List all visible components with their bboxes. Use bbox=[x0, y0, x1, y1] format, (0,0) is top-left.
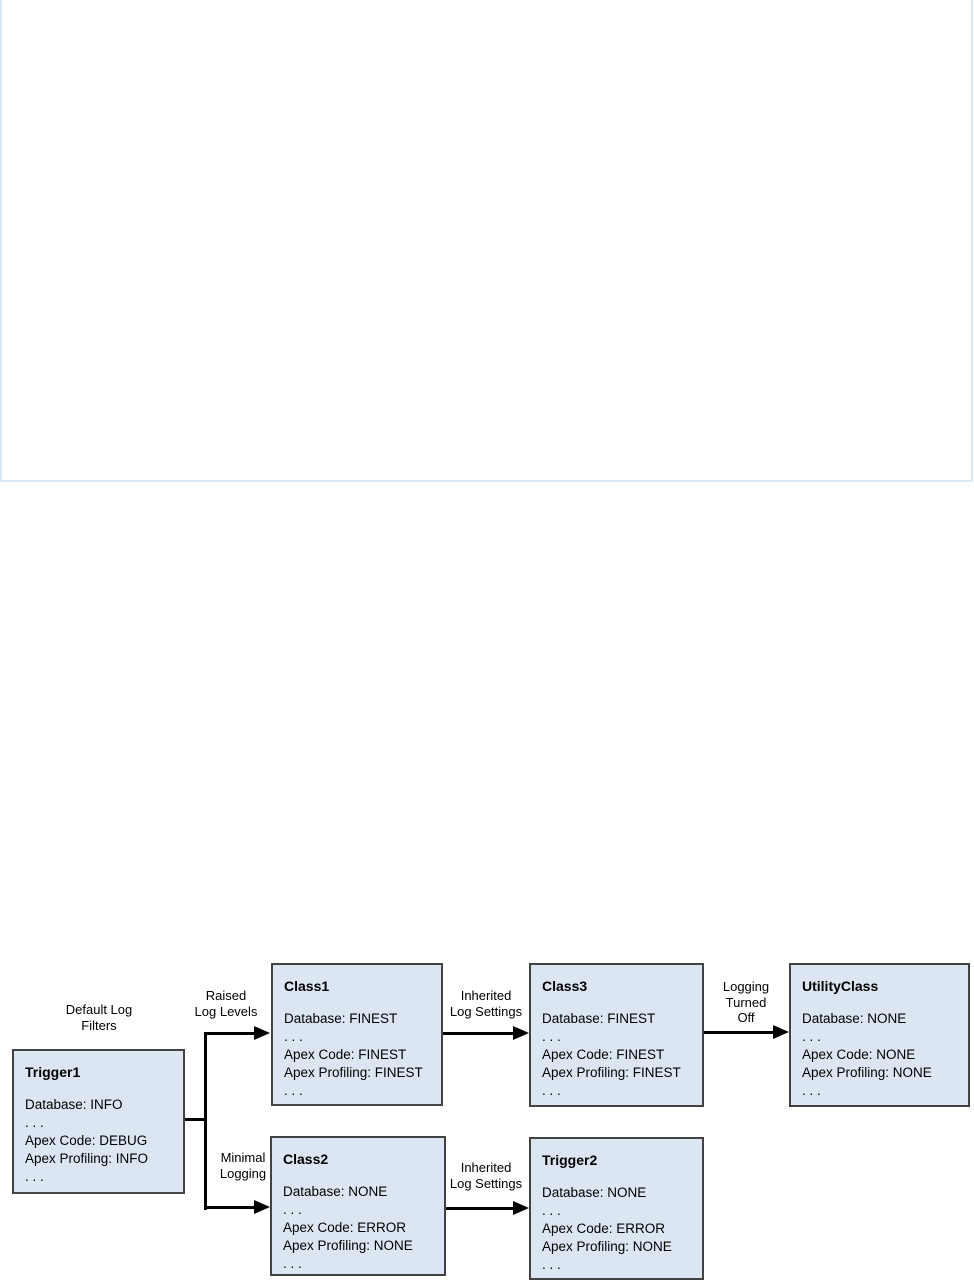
node-line: Apex Code: ERROR bbox=[542, 1221, 666, 1236]
edge-class1-to-class3 bbox=[443, 1032, 513, 1035]
label-raised-log-levels: Raised Log Levels bbox=[194, 988, 258, 1019]
node-line: . . . bbox=[25, 1169, 44, 1184]
node-utilityclass: UtilityClass Database: NONE . . . Apex C… bbox=[789, 963, 970, 1107]
node-line: Apex Code: DEBUG bbox=[25, 1133, 148, 1148]
node-line: Database: NONE bbox=[283, 1184, 388, 1199]
node-line: Apex Profiling: NONE bbox=[542, 1239, 672, 1254]
node-line: Apex Profiling: NONE bbox=[802, 1065, 932, 1080]
edge-to-class1 bbox=[204, 1032, 254, 1035]
node-line: . . . bbox=[802, 1029, 821, 1044]
node-line: . . . bbox=[284, 1083, 303, 1098]
node-title: Class1 bbox=[284, 978, 330, 994]
node-line: Apex Code: FINEST bbox=[284, 1047, 407, 1062]
arrowhead-to-class1-icon bbox=[254, 1026, 270, 1040]
node-line: Apex Code: FINEST bbox=[542, 1047, 665, 1062]
node-line: . . . bbox=[283, 1202, 302, 1217]
label-inherited-log-settings-top: Inherited Log Settings bbox=[449, 988, 523, 1019]
node-line: . . . bbox=[542, 1083, 561, 1098]
arrowhead-to-class3-icon bbox=[513, 1026, 529, 1040]
empty-content-panel bbox=[0, 0, 973, 482]
node-line: Database: FINEST bbox=[542, 1011, 656, 1026]
node-line: Apex Profiling: NONE bbox=[283, 1238, 413, 1253]
node-line: . . . bbox=[284, 1029, 303, 1044]
edge-to-class2 bbox=[204, 1206, 254, 1209]
node-line: Apex Profiling: FINEST bbox=[542, 1065, 681, 1080]
arrowhead-to-trigger2-icon bbox=[513, 1201, 529, 1215]
edge-junction-vertical bbox=[204, 1032, 207, 1210]
node-title: Trigger1 bbox=[25, 1064, 81, 1080]
node-line: . . . bbox=[542, 1029, 561, 1044]
node-line: . . . bbox=[25, 1115, 44, 1130]
node-trigger2: Trigger2 Database: NONE . . . Apex Code:… bbox=[529, 1137, 704, 1280]
edge-class3-to-utilityclass bbox=[704, 1031, 773, 1034]
node-title: UtilityClass bbox=[802, 978, 879, 994]
node-title: Class3 bbox=[542, 978, 588, 994]
node-title: Class2 bbox=[283, 1151, 329, 1167]
node-class2: Class2 Database: NONE . . . Apex Code: E… bbox=[270, 1136, 446, 1276]
label-minimal-logging: Minimal Logging bbox=[219, 1150, 267, 1181]
node-line: . . . bbox=[542, 1257, 561, 1272]
node-title: Trigger2 bbox=[542, 1152, 598, 1168]
label-default-log-filters: Default Log Filters bbox=[65, 1002, 133, 1033]
node-line: Apex Profiling: FINEST bbox=[284, 1065, 423, 1080]
label-logging-turned-off: Logging Turned Off bbox=[722, 979, 770, 1025]
label-inherited-log-settings-bottom: Inherited Log Settings bbox=[449, 1160, 523, 1191]
node-line: Database: FINEST bbox=[284, 1011, 398, 1026]
arrowhead-to-utilityclass-icon bbox=[773, 1025, 789, 1039]
node-trigger1: Trigger1 Database: INFO . . . Apex Code:… bbox=[12, 1049, 185, 1194]
node-line: Database: INFO bbox=[25, 1097, 123, 1112]
edge-trigger1-stub bbox=[185, 1118, 207, 1121]
node-line: . . . bbox=[802, 1083, 821, 1098]
edge-class2-to-trigger2 bbox=[446, 1207, 513, 1210]
node-line: Apex Profiling: INFO bbox=[25, 1151, 149, 1166]
node-line: . . . bbox=[542, 1203, 561, 1218]
node-line: Database: NONE bbox=[802, 1011, 907, 1026]
node-class1: Class1 Database: FINEST . . . Apex Code:… bbox=[271, 963, 443, 1106]
node-line: Database: NONE bbox=[542, 1185, 647, 1200]
arrowhead-to-class2-icon bbox=[254, 1200, 270, 1214]
node-line: Apex Code: NONE bbox=[802, 1047, 916, 1062]
node-class3: Class3 Database: FINEST . . . Apex Code:… bbox=[529, 963, 704, 1107]
node-line: Apex Code: ERROR bbox=[283, 1220, 407, 1235]
node-line: . . . bbox=[283, 1256, 302, 1271]
